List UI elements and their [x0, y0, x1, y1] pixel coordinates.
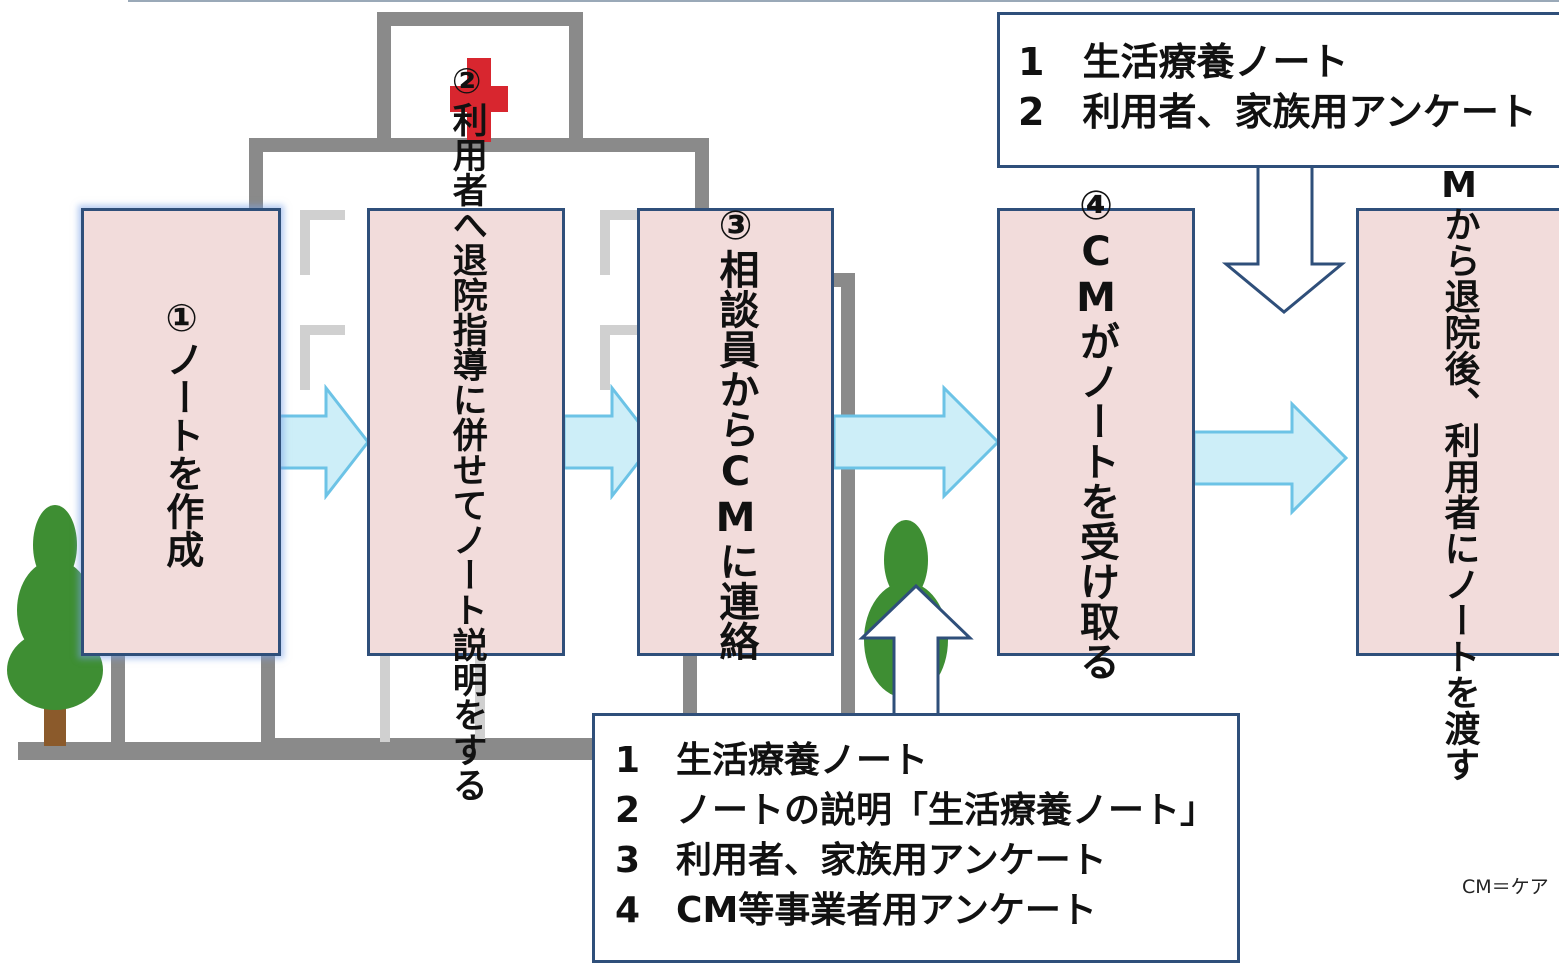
info-top-line-1: 1 生活療養ノート [1018, 40, 1349, 84]
step-5-line-3: ノートを渡す [1438, 565, 1480, 782]
info-bottom-line-2: 2 ノートの説明「生活療養ノート」 [615, 790, 1217, 831]
top-down-arrow-icon [1222, 156, 1346, 314]
arrow-3-to-4-icon [832, 384, 1001, 500]
step-5-box: ⑤CMから退院後、 利用者に ノートを渡す [1356, 83, 1559, 782]
info-box-top: 1 生活療養ノート 2 利用者、家族用アンケート [997, 12, 1559, 168]
step-3-box: ③相談員からCMに 連絡 [637, 203, 834, 661]
footnote: CM＝ケア [1462, 876, 1549, 898]
step-4-line-1: ④CMがノートを [1073, 183, 1119, 521]
arrow-1-to-2-icon [276, 384, 370, 500]
step-3-line-1: ③相談員からCMに [712, 203, 759, 581]
arrow-4-to-5-icon [1192, 400, 1349, 516]
step-2-line-2: 併せてノート説明をす [446, 417, 487, 767]
step-4-line-2: 受け取る [1073, 521, 1119, 681]
info-bottom-line-4: 4 CM等事業者用アンケート [615, 890, 1097, 931]
bottom-up-arrow-icon [858, 583, 974, 720]
arrow-2-to-3-icon [562, 384, 656, 500]
info-bottom-line-1: 1 生活療養ノート [615, 740, 929, 781]
step-2-box: ②利用者へ退院指導に 併せてノート説明をす る [367, 62, 565, 802]
step-4-box: ④CMがノートを 受け取る [997, 183, 1195, 681]
info-box-bottom: 1 生活療養ノート 2 ノートの説明「生活療養ノート」 3 利用者、家族用アンケ… [592, 713, 1240, 963]
top-rule [128, 0, 1559, 2]
info-top-line-2: 2 利用者、家族用アンケート [1018, 90, 1537, 134]
step-3-line-2: 連絡 [712, 581, 759, 661]
info-bottom-line-3: 3 利用者、家族用アンケート [615, 840, 1107, 881]
step-2-line-1: ②利用者へ退院指導に [446, 62, 487, 417]
step-1-box: ①ノートを作成 [81, 208, 281, 656]
ground-line [18, 742, 698, 760]
tree-left-icon [7, 505, 103, 746]
step-1-line-1: ①ノートを作成 [159, 296, 204, 568]
step-2-line-3: る [446, 767, 487, 802]
step-5-line-2: 利用者に [1438, 421, 1480, 566]
